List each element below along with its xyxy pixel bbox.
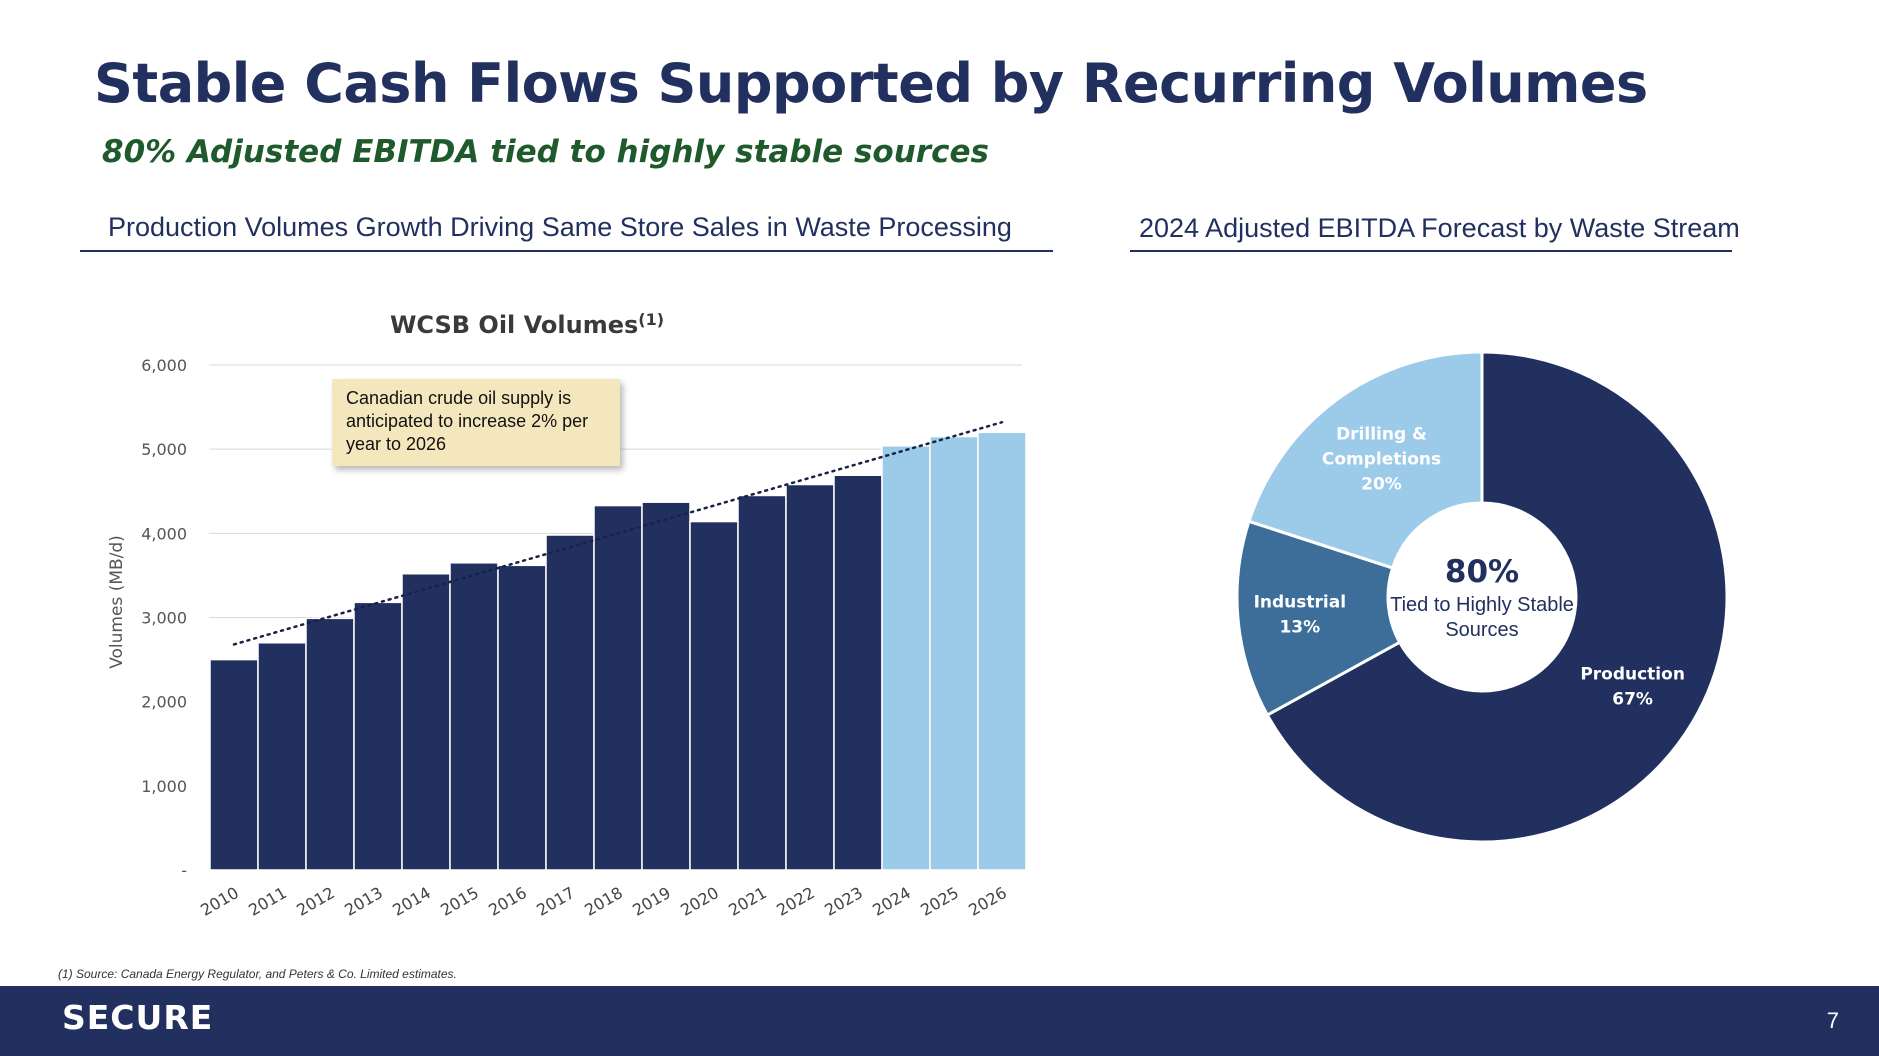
donut-slice-label: Completions [1322, 450, 1441, 470]
x-tick-label: 2012 [293, 883, 338, 920]
x-tick-label: 2020 [677, 883, 722, 920]
chart-title-superscript: (1) [638, 310, 664, 329]
right-section-heading: 2024 Adjusted EBITDA Forecast by Waste S… [1139, 213, 1740, 243]
bar-2016 [497, 564, 547, 871]
y-tick-label: 4,000 [141, 524, 187, 543]
x-tick-label: 2026 [965, 883, 1010, 920]
y-tick-label: - [181, 861, 187, 880]
x-tick-label: 2018 [581, 883, 626, 920]
x-tick-label: 2016 [485, 883, 530, 920]
footnote: (1) Source: Canada Energy Regulator, and… [58, 967, 457, 981]
donut-slice-label: 20% [1361, 475, 1402, 495]
x-tick-label: 2013 [341, 883, 386, 920]
bar-2012 [305, 617, 355, 871]
bar-2013 [353, 601, 403, 871]
ebitda-donut-chart: Production 67% Industrial 13% Drilling & Comp… [1235, 350, 1729, 844]
y-tick-label: 5,000 [141, 440, 187, 459]
bar-2011 [257, 642, 307, 871]
donut-slice [1265, 350, 1729, 844]
donut-center-line1: Tied to Highly Stable [1390, 594, 1574, 616]
y-tick-label: 1,000 [141, 777, 187, 796]
donut-slice-label: Drilling & [1336, 425, 1427, 445]
bar-2026 [977, 431, 1027, 871]
bar-2010 [209, 658, 259, 871]
footer-bar: SECURE 7 [0, 986, 1879, 1056]
page-number: 7 [1826, 1008, 1839, 1033]
donut-slice [1235, 519, 1402, 718]
left-section-heading: Production Volumes Growth Driving Same S… [108, 212, 1012, 242]
chart-title-text: WCSB Oil Volumes [390, 311, 638, 339]
donut-slice [1247, 350, 1484, 570]
company-logo: SECURE [62, 998, 214, 1037]
y-axis-label: Volumes (MB/d) [107, 535, 127, 669]
right-section-underline [1130, 250, 1732, 252]
donut-slice-label: 67% [1612, 690, 1653, 710]
y-tick-label: 3,000 [141, 609, 187, 628]
bar-2018 [593, 504, 643, 871]
x-tick-label: 2017 [533, 883, 578, 920]
y-tick-label: 2,000 [141, 693, 187, 712]
x-tick-label: 2021 [725, 883, 770, 920]
x-tick-label: 2024 [869, 883, 914, 920]
bar-2023 [833, 474, 883, 871]
trend-annotation: Canadian crude oil supply is anticipated… [332, 379, 620, 466]
page-subtitle: 80% Adjusted EBITDA tied to highly stabl… [102, 134, 989, 170]
x-tick-label: 2015 [437, 883, 482, 920]
page-title: Stable Cash Flows Supported by Recurring… [94, 52, 1648, 115]
x-tick-label: 2022 [773, 883, 818, 920]
bar-2021 [737, 494, 787, 871]
trendline [232, 420, 1004, 646]
bar-2025 [929, 435, 979, 871]
x-tick-label: 2023 [821, 883, 866, 920]
bar-2022 [785, 483, 835, 871]
bar-2024 [881, 445, 931, 871]
donut-slice-label: Production [1580, 665, 1685, 685]
bar-2014 [401, 572, 451, 871]
x-tick-label: 2010 [197, 883, 242, 920]
x-tick-label: 2011 [245, 883, 290, 920]
chart-title: WCSB Oil Volumes(1) [390, 310, 664, 339]
bar-2019 [641, 501, 691, 871]
donut-center-line2: Sources [1445, 619, 1518, 641]
y-tick-label: 6,000 [141, 356, 187, 375]
left-section-underline [80, 250, 1053, 252]
wcsb-oil-volumes-chart: WCSB Oil Volumes(1) - 1,000 2,000 3,000 4,00… [107, 310, 1027, 920]
donut-slice-label: Industrial [1254, 593, 1346, 613]
x-tick-label: 2019 [629, 883, 674, 920]
donut-center-value: 80% [1445, 554, 1519, 590]
x-tick-label: 2025 [917, 883, 962, 920]
bar-2020 [689, 520, 739, 871]
x-tick-label: 2014 [389, 883, 434, 920]
bar-2017 [545, 534, 595, 871]
bar-2015 [449, 562, 499, 871]
donut-slice-label: 13% [1279, 618, 1320, 638]
